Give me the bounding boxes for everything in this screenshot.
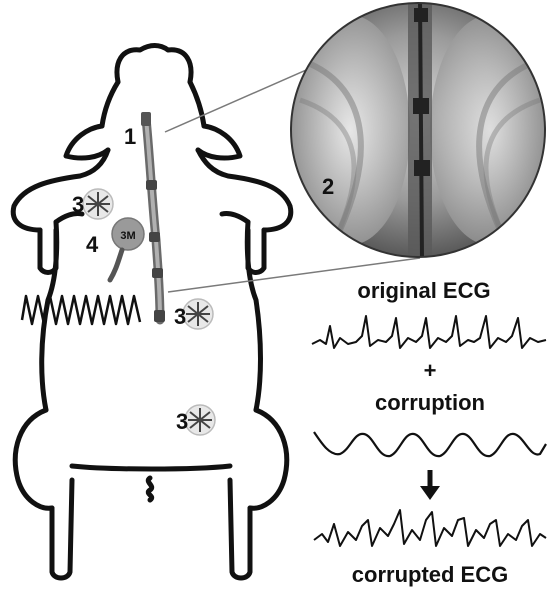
plus-sign: + [424,358,437,383]
original-ecg-title: original ECG [357,278,490,303]
electrode-lower [185,405,215,435]
label-electrode-middle: 3 [174,304,186,329]
label-electrode-lower: 3 [176,409,188,434]
electrode-upper [83,189,113,219]
electrode-middle [183,299,213,329]
corrupted-ecg-trace [314,510,546,546]
defib-pad: 3M [110,218,144,280]
down-arrow-icon [420,470,440,500]
label-catheter: 1 [124,124,136,149]
corruption-title: corruption [375,390,485,415]
xray-inset [290,0,550,260]
ecg-panel: original ECG + corruption corrupted ECG [312,278,546,587]
catheter [141,112,165,322]
pig-ecg-trace [22,296,140,324]
label-electrode-upper: 3 [72,192,84,217]
corrupted-ecg-title: corrupted ECG [352,562,508,587]
corruption-trace [314,432,546,456]
label-xray: 2 [322,174,334,199]
original-ecg-trace [312,316,546,348]
pad-logo: 3M [120,230,135,242]
label-pad: 4 [86,232,99,257]
pig-outline [13,46,291,579]
